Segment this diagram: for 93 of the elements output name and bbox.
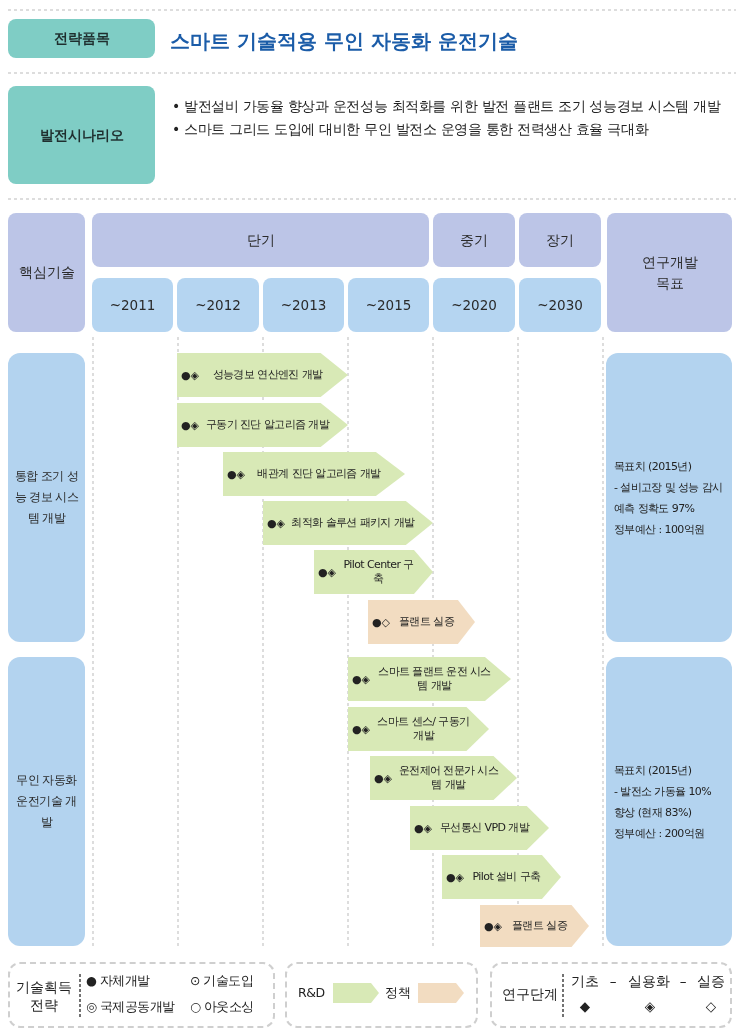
- year-cell: [348, 278, 429, 332]
- goal-box: [606, 353, 732, 642]
- strategy-symbol: ●◈: [352, 723, 371, 735]
- box-label: 무인 자동화 운전기술 개발: [15, 772, 78, 831]
- task-label: Pilot Center 구축: [342, 558, 415, 586]
- strategy-symbol: ●◈: [181, 369, 200, 381]
- legend-heading: –: [608, 972, 618, 990]
- header-cell: [8, 213, 85, 332]
- strategy-symbol: ●◈: [352, 673, 371, 685]
- task-label: 스마트 플랜트 운전 시스템 개발: [377, 665, 492, 693]
- box-label: 발전시나리오: [39, 125, 124, 145]
- box-label: 중기: [460, 230, 488, 250]
- rnd-task-bar: [442, 855, 561, 899]
- legend-label: 정책: [385, 983, 410, 1002]
- category-tag: [8, 19, 155, 58]
- legend-heading: 실용화: [627, 972, 671, 990]
- scenario-bullet: • 스마트 그리드 도입에 대비한 무인 발전소 운영을 통한 전력생산 효율 극대화: [172, 120, 650, 139]
- strategy-symbol: ●◈: [267, 517, 286, 529]
- box-label: 전략품목: [53, 29, 110, 48]
- rnd-task-bar: [370, 756, 517, 800]
- strategy-symbol: ●◈: [318, 566, 337, 578]
- rnd-task-bar: [223, 452, 405, 496]
- year-cell: [263, 278, 344, 332]
- strategy-symbol: ●◈: [227, 468, 246, 480]
- box-label: 핵심기술: [18, 263, 75, 282]
- header-cell: [519, 213, 601, 267]
- legend-heading: ◈: [643, 997, 657, 1015]
- goal-text: 목표치 (2015년): [614, 762, 692, 779]
- rnd-task-bar: [177, 403, 348, 447]
- header-cell: [607, 213, 732, 332]
- task-label: 무선통신 VPD 개발: [439, 821, 531, 835]
- legend-heading: 실증: [696, 972, 726, 990]
- strategy-symbol: ●◈: [446, 871, 465, 883]
- diagram-title: 스마트 기술적용 무인 자동화 운전기술: [170, 28, 518, 55]
- category-tag: [8, 86, 155, 184]
- box-label: 장기: [546, 230, 574, 250]
- box-label: ~2030: [537, 295, 583, 315]
- legend-heading: 기초: [570, 972, 600, 990]
- legend-heading: ◆: [578, 997, 592, 1015]
- goal-text: 목표치 (2015년): [614, 458, 692, 475]
- strategy-symbol: ●◇: [372, 616, 391, 628]
- task-label: Pilot 설비 구축: [471, 870, 542, 884]
- goal-text: - 발전소 가동율 10% 향상 (현재 83%): [614, 783, 713, 821]
- legend-label: R&D: [298, 983, 325, 1002]
- legend-label: ○ 아웃소싱: [190, 998, 254, 1016]
- task-label: 배관계 진단 알고리즘 개발: [256, 467, 382, 481]
- strategy-symbol: ●◈: [484, 920, 503, 932]
- box-label: ~2011: [109, 295, 156, 315]
- goal-text: 정부예산 : 200억원: [614, 825, 705, 842]
- legend-heading: 기술획득 전략: [15, 978, 73, 1014]
- strategy-symbol: ●◈: [374, 772, 393, 784]
- rnd-task-bar: [314, 550, 433, 594]
- legend-heading: –: [678, 972, 688, 990]
- scenario-bullet: • 발전설비 가동율 향상과 운전성능 최적화를 위한 발전 플랜트 조기 성능경보 시스템 개발: [172, 97, 722, 116]
- technology-box: [8, 353, 85, 642]
- task-label: 스마트 센스/ 구동기 개발: [376, 715, 471, 743]
- legend-heading: 연구단계: [501, 985, 559, 1003]
- legend-heading: ◇: [704, 997, 718, 1015]
- year-cell: [433, 278, 515, 332]
- legend-label: ⊙ 기술도입: [190, 972, 254, 990]
- box-label: ~2012: [195, 295, 241, 315]
- rnd-task-bar: [348, 707, 489, 751]
- header-cell: [433, 213, 515, 267]
- task-label: 운전제어 전문가 시스템 개발: [397, 764, 500, 792]
- goal-text: 정부예산 : 100억원: [614, 521, 705, 538]
- box-label: 단기: [246, 230, 275, 250]
- year-cell: [519, 278, 601, 332]
- task-label: 플랜트 실증: [398, 615, 455, 629]
- rnd-task-bar: [177, 353, 348, 397]
- task-label: 최적화 솔루션 패키지 개발: [290, 516, 416, 530]
- task-label: 구동기 진단 알고리즘 개발: [205, 418, 331, 432]
- rnd-task-bar: [410, 806, 549, 850]
- rnd-task-bar: [263, 501, 433, 545]
- legend-label: ◎ 국제공동개발: [86, 998, 175, 1016]
- year-cell: [92, 278, 173, 332]
- policy-task-bar: [480, 905, 589, 947]
- policy-task-bar: [368, 600, 475, 644]
- rnd-task-bar: [348, 657, 511, 701]
- technology-box: [8, 657, 85, 946]
- strategy-symbol: ●◈: [414, 822, 433, 834]
- task-label: 성능경보 연산엔진 개발: [211, 368, 324, 382]
- box-label: ~2013: [280, 295, 327, 315]
- box-label: 연구개발 목표: [640, 252, 699, 293]
- year-cell: [177, 278, 259, 332]
- strategy-symbol: ●◈: [181, 419, 200, 431]
- legend-label: ● 자체개발: [86, 972, 150, 990]
- header-cell: [92, 213, 429, 267]
- task-label: 플랜트 실증: [511, 919, 568, 933]
- goal-text: - 설비고장 및 성능 감시예측 정확도 97%: [614, 479, 724, 517]
- goal-box: [606, 657, 732, 946]
- box-label: ~2015: [365, 295, 412, 315]
- box-label: 통합 조기 성능 경보 시스템 개발: [13, 468, 80, 527]
- box-label: ~2020: [451, 295, 497, 315]
